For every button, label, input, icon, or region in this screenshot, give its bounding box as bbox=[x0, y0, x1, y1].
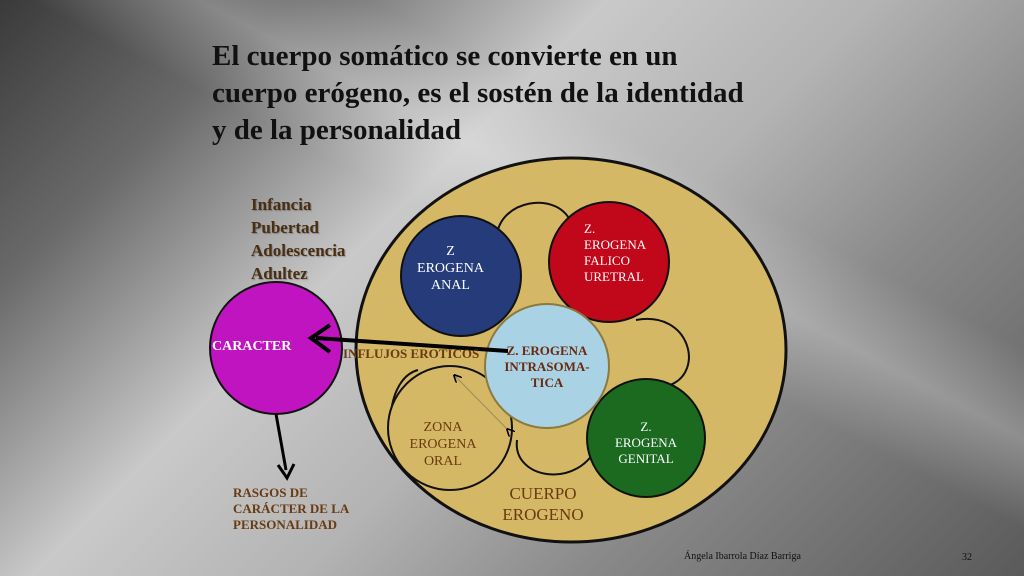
zona-anal-label: Z EROGENA ANAL bbox=[403, 243, 498, 294]
stage-adultez: Adultez bbox=[251, 264, 308, 283]
zona-anal-line-2: EROGENA bbox=[417, 261, 484, 276]
zona-genital-circle bbox=[586, 378, 706, 498]
title-line-3: y de la personalidad bbox=[212, 114, 461, 146]
zona-falico-line-4: URETRAL bbox=[584, 269, 644, 284]
zona-intrasomatica-line-2: INTRASOMA- bbox=[504, 359, 590, 374]
zona-intrasomatica-label: Z. EROGENA INTRASOMA- TICA bbox=[488, 343, 606, 391]
footer-author: Ángela Ibarrola Díaz Barriga bbox=[684, 551, 801, 562]
zona-falico-label: Z. EROGENA FALICO URETRAL bbox=[584, 221, 674, 285]
cuerpo-line-1: CUERPO bbox=[509, 484, 577, 503]
influjos-label: INFLUJOS EROTICOS bbox=[343, 346, 480, 361]
slide-title: El cuerpo somático se convierte en un cu… bbox=[212, 38, 832, 149]
title-line-2: cuerpo erógeno, es el sostén de la ident… bbox=[212, 77, 744, 109]
zona-falico-circle bbox=[548, 201, 670, 323]
rasgos-line-2: CARÁCTER DE LA bbox=[233, 501, 350, 516]
influjos-arrow-head bbox=[307, 323, 332, 354]
zona-genital-label: Z. EROGENA GENITAL bbox=[596, 419, 696, 467]
zona-genital-line-2: EROGENA bbox=[614, 435, 678, 450]
caracter-label: CARACTER bbox=[212, 339, 292, 354]
cuerpo-line-2: EROGENO bbox=[502, 505, 584, 524]
rasgos-arrow bbox=[274, 413, 288, 471]
zona-intrasomatica-line-3: TICA bbox=[530, 375, 564, 390]
zona-anal-line-1: Z bbox=[446, 244, 455, 259]
cuerpo-erogeno-label: CUERPO EROGENO bbox=[480, 483, 606, 525]
stage-infancia: Infancia bbox=[251, 195, 312, 214]
zona-intrasomatica-circle bbox=[484, 303, 610, 429]
zona-oral-label: ZONA EROGENA ORAL bbox=[398, 419, 488, 470]
zona-anal-circle bbox=[400, 215, 522, 337]
zona-genital-line-1: Z. bbox=[640, 419, 652, 434]
zona-genital-line-3: GENITAL bbox=[618, 451, 674, 466]
zona-falico-line-3: FALICO bbox=[584, 253, 630, 268]
zona-anal-line-3: ANAL bbox=[431, 278, 470, 293]
life-stages-list: Infancia Pubertad Adolescencia Adultez bbox=[251, 193, 345, 285]
rasgos-line-1: RASGOS DE bbox=[233, 485, 308, 500]
zona-falico-line-2: EROGENA bbox=[584, 237, 647, 252]
zona-oral-line-2: EROGENA bbox=[409, 437, 477, 452]
zona-oral-line-3: ORAL bbox=[423, 454, 463, 469]
zona-intrasomatica-line-1: Z. EROGENA bbox=[506, 343, 588, 358]
rasgos-line-3: PERSONALIDAD bbox=[233, 517, 338, 532]
double-arrow bbox=[455, 376, 508, 430]
stage-adolescencia: Adolescencia bbox=[251, 241, 346, 260]
stage-pubertad: Pubertad bbox=[251, 218, 319, 237]
page-number: 32 bbox=[962, 552, 972, 563]
zona-oral-line-1: ZONA bbox=[423, 420, 463, 435]
title-line-1: El cuerpo somático se convierte en un bbox=[212, 40, 678, 72]
rasgos-arrow-head bbox=[276, 463, 296, 481]
rasgos-label: RASGOS DE CARÁCTER DE LA PERSONALIDAD bbox=[233, 485, 349, 533]
influjos-arrow bbox=[315, 336, 509, 353]
zona-falico-line-1: Z. bbox=[584, 221, 596, 236]
